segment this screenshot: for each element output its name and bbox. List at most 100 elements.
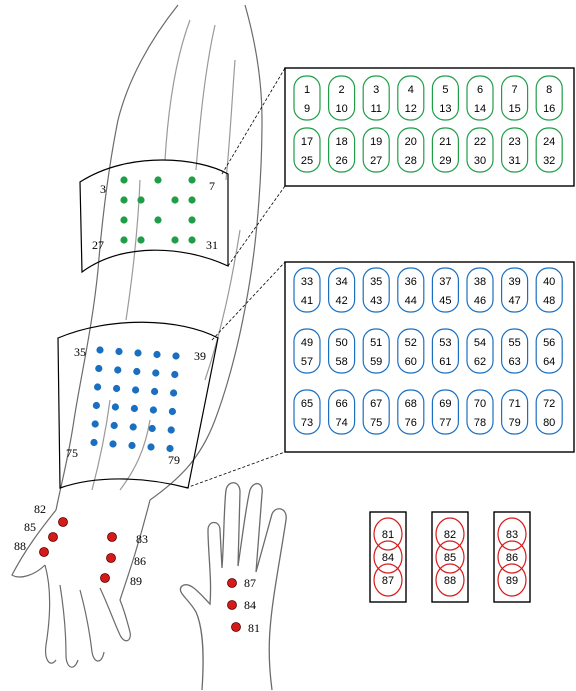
red-channel-label: 82	[444, 529, 456, 541]
blue-channel-bottom: 63	[508, 356, 520, 368]
blue-channel-top: 38	[474, 276, 486, 288]
red-channel-label: 89	[506, 575, 518, 587]
green-channel-top: 6	[477, 84, 483, 96]
blue-electrode	[151, 388, 158, 395]
green-channel-bottom: 29	[439, 155, 451, 167]
blue-channel-bottom: 44	[405, 295, 417, 307]
blue-electrode	[152, 369, 159, 376]
blue-channel-bottom: 76	[405, 417, 417, 429]
green-electrode	[137, 236, 144, 243]
blue-channel-bottom: 75	[370, 417, 382, 429]
blue-channel-bottom: 58	[335, 356, 347, 368]
green-channel-pill: 19	[294, 76, 320, 120]
electrode-87	[228, 579, 237, 588]
blue-channel-bottom: 46	[474, 295, 486, 307]
blue-channel-pill: 3947	[502, 268, 528, 312]
green-channel-top: 21	[439, 136, 451, 148]
blue-channel-top: 65	[301, 398, 313, 410]
hand-electrodes: 87 84 81	[228, 576, 261, 635]
forearm-patch: 35 39 75 79	[58, 322, 218, 488]
green-channel-top: 1	[304, 84, 310, 96]
green-channel-bottom: 28	[405, 155, 417, 167]
blue-electrode	[170, 389, 177, 396]
green-channel-bottom: 15	[508, 103, 520, 115]
green-electrode	[137, 196, 144, 203]
wrist-label-88: 88	[14, 539, 26, 553]
green-channel-top: 17	[301, 136, 313, 148]
green-channel-bottom: 30	[474, 155, 486, 167]
blue-electrode	[112, 403, 119, 410]
blue-channel-pill: 6674	[329, 390, 355, 434]
blue-channel-bottom: 43	[370, 295, 382, 307]
upper-patch-label-3: 3	[100, 182, 106, 196]
blue-channel-top: 49	[301, 337, 313, 349]
green-channel-pill: 1826	[329, 128, 355, 172]
green-channel-bottom: 12	[405, 103, 417, 115]
green-channel-pill: 22 30	[467, 128, 493, 172]
green-electrode	[188, 216, 195, 223]
blue-channel-pill: 51 59	[363, 329, 389, 373]
green-channel-top: 23	[508, 136, 520, 148]
blue-channel-bottom: 79	[508, 417, 520, 429]
green-channel-bottom: 10	[335, 103, 347, 115]
blue-electrode	[133, 368, 140, 375]
blue-channel-pill: 7078	[467, 390, 493, 434]
red-channel-label: 85	[444, 552, 456, 564]
blue-channel-pill: 5058	[329, 329, 355, 373]
forearm-patch-label-35: 35	[74, 345, 86, 359]
green-channel-top: 8	[546, 84, 552, 96]
wrist-label-83: 83	[136, 532, 148, 546]
green-channel-pill: 21 29	[432, 128, 458, 172]
green-channel-pill: 210	[329, 76, 355, 120]
blue-channel-pill: 71 79	[502, 390, 528, 434]
blue-channel-pill: 4957	[294, 329, 320, 373]
green-channel-box: 1921031141251361471581617251826192720282…	[285, 68, 574, 186]
blue-channel-top: 67	[370, 398, 382, 410]
green-channel-top: 4	[408, 84, 414, 96]
green-channel-bottom: 13	[439, 103, 451, 115]
green-channel-top: 5	[442, 84, 448, 96]
green-channel-bottom: 16	[543, 103, 555, 115]
blue-channel-bottom: 62	[474, 356, 486, 368]
electrode-85	[49, 533, 58, 542]
blue-channel-top: 51	[370, 337, 382, 349]
blue-channel-pill: 5260	[398, 329, 424, 373]
blue-channel-bottom: 59	[370, 356, 382, 368]
green-electrode	[154, 176, 161, 183]
upper-arm-patch: 3 7 27 31	[80, 160, 228, 272]
blue-channel-top: 40	[543, 276, 555, 288]
blue-channel-top: 71	[508, 398, 520, 410]
blue-channel-bottom: 74	[335, 417, 347, 429]
blue-electrode	[168, 426, 175, 433]
green-channel-bottom: 25	[301, 155, 313, 167]
green-channel-bottom: 14	[474, 103, 486, 115]
blue-electrode	[171, 371, 178, 378]
blue-electrode	[172, 352, 179, 359]
upper-patch-label-7: 7	[209, 179, 215, 193]
blue-channel-top: 68	[405, 398, 417, 410]
green-electrode	[188, 236, 195, 243]
blue-channel-pill: 6977	[432, 390, 458, 434]
green-electrode	[120, 196, 127, 203]
blue-electrode	[92, 420, 99, 427]
blue-electrode	[90, 439, 97, 446]
blue-channel-top: 53	[439, 337, 451, 349]
green-electrode	[120, 216, 127, 223]
green-channel-top: 3	[373, 84, 379, 96]
blue-electrode	[132, 386, 139, 393]
green-channel-bottom: 9	[304, 103, 310, 115]
blue-electrode	[131, 405, 138, 412]
hand-label-87: 87	[244, 576, 256, 590]
green-electrode	[188, 176, 195, 183]
blue-channel-bottom: 61	[439, 356, 451, 368]
upper-patch-label-31: 31	[206, 238, 218, 252]
green-channel-top: 22	[474, 136, 486, 148]
green-channel-pill: 8 16	[536, 76, 562, 120]
blue-electrode	[166, 445, 173, 452]
green-channel-top: 18	[335, 136, 347, 148]
blue-channel-pill: 6573	[294, 390, 320, 434]
hand-label-84: 84	[244, 598, 256, 612]
blue-electrode	[128, 442, 135, 449]
